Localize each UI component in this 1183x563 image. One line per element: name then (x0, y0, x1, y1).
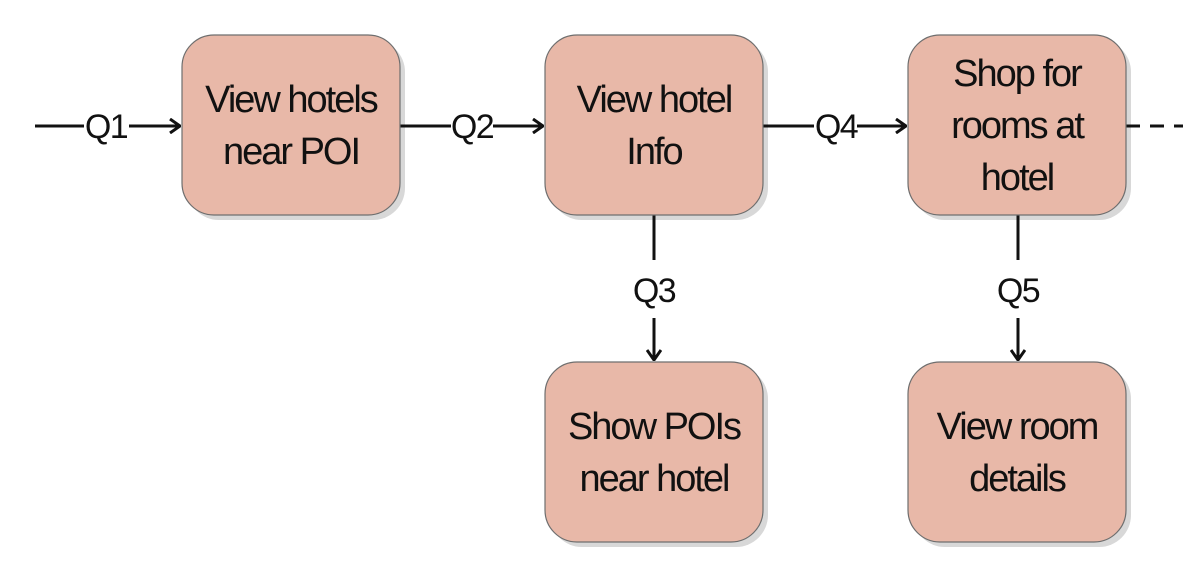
node-text-line: Show POIs (568, 406, 741, 448)
edge-q3: Q3 (633, 215, 677, 360)
edge-q5: Q5 (997, 215, 1041, 360)
edge-q2: Q2 (400, 108, 543, 146)
node-view-hotel-info: View hotel Info (544, 34, 764, 216)
node-text-line: near POI (223, 131, 359, 173)
node-view-room-details: View room details (907, 361, 1127, 543)
edge-label-q2: Q2 (451, 108, 494, 146)
edge-label-q3: Q3 (633, 272, 676, 310)
node-text-line: View hotel (577, 79, 732, 121)
edge-q1: Q1 (35, 108, 180, 146)
node-text-line: View hotels (205, 79, 378, 121)
node-text-line: Shop for (953, 53, 1083, 95)
edge-label-q4: Q4 (815, 108, 858, 146)
node-text-line: near hotel (579, 458, 728, 500)
node-text-line: rooms at (951, 105, 1085, 147)
node-text-line: hotel (981, 157, 1053, 199)
edge-q4: Q4 (763, 108, 906, 146)
edge-label-q5: Q5 (997, 272, 1040, 310)
node-text-line: Info (626, 131, 682, 173)
edge-label-q1: Q1 (85, 108, 128, 146)
node-text-line: View room (937, 406, 1098, 448)
node-view-hotels-near-poi: View hotels near POI (181, 34, 401, 216)
node-text-line: details (969, 458, 1066, 500)
node-shop-for-rooms: Shop for rooms at hotel (907, 34, 1127, 216)
node-show-pois-near-hotel: Show POIs near hotel (544, 361, 764, 543)
